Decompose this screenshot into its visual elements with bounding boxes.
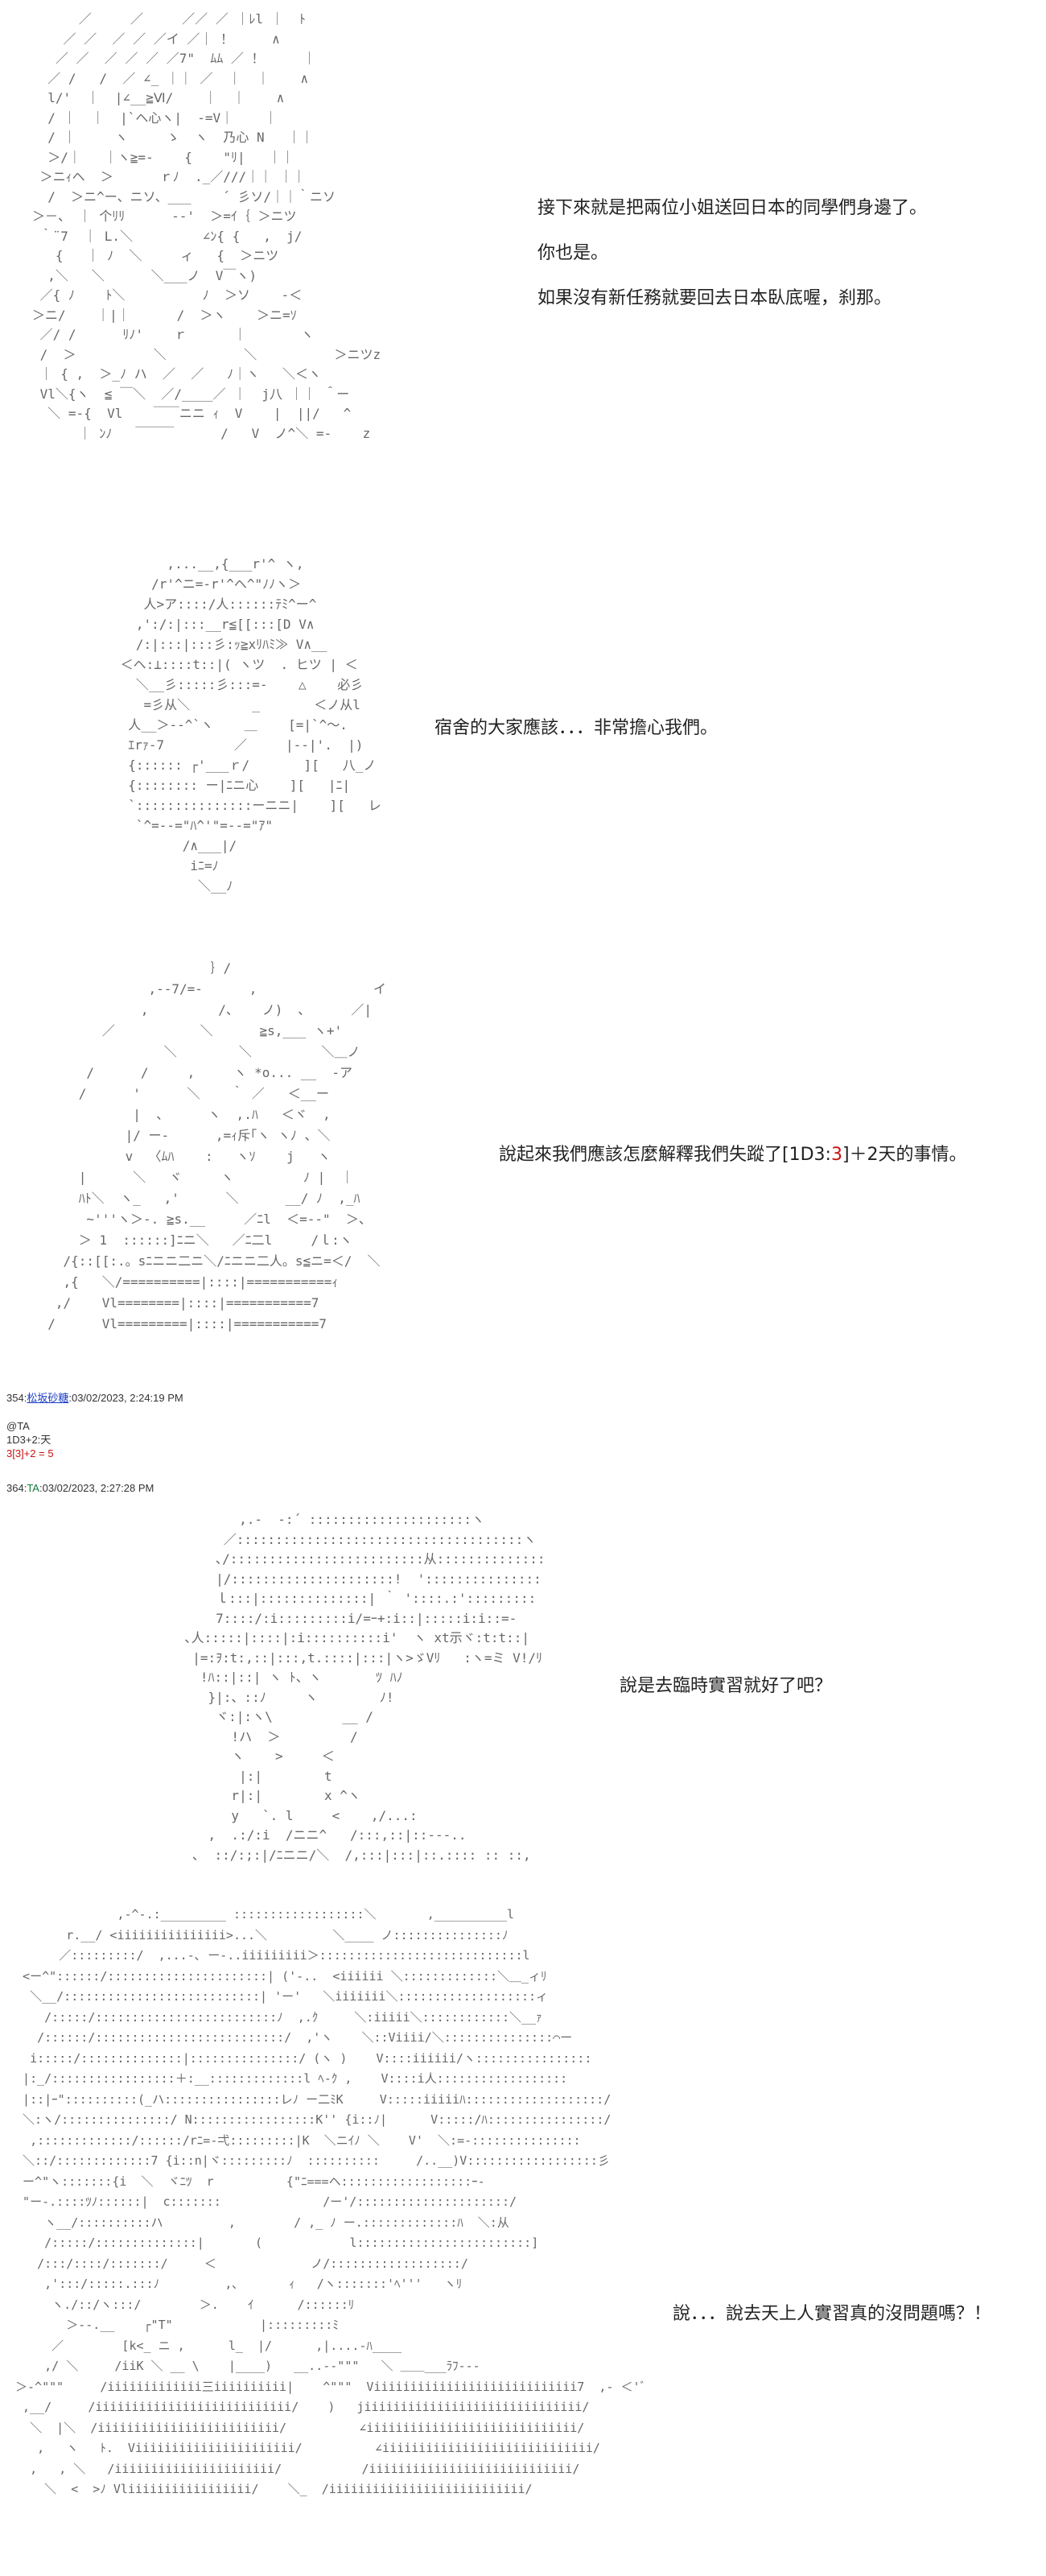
post-number: 364 — [6, 1482, 24, 1494]
post-date: 03/02/2023, 2:24:19 PM — [71, 1392, 183, 1404]
panel-4: ,.‐ ‐:´ :::::::::::::::::::::ヽ ／::::::::… — [0, 1505, 1046, 1892]
panel-5: ,-^-.:_________ ::::::::::::::::::＼ ,___… — [0, 1900, 1046, 2568]
post-body-line: @TA — [6, 1420, 30, 1432]
dialogue-block-2: 宿舍的大家應該．．．非常擔心我們。 — [434, 716, 718, 762]
dialogue-line: 宿舍的大家應該．．．非常擔心我們。 — [434, 718, 719, 738]
dialogue-line: 接下來就是把兩位小姐送回日本的同學們身邊了。 — [537, 198, 928, 218]
post-header: 354:松坂砂糖:03/02/2023, 2:24:19 PM — [6, 1392, 183, 1404]
post-number: 354 — [6, 1392, 24, 1404]
post-body-line: 1D3+2:天 — [6, 1434, 51, 1446]
dialogue-line: 說起來我們應該怎麼解釋我們失蹤了[1D3:3]＋2天的事情。 — [499, 1143, 967, 1167]
dialogue-text-before-roll: 說起來我們應該怎麼解釋我們失蹤了[1D3: — [499, 1145, 831, 1165]
ascii-art-character-1: ／ ／ ／／ ／ ｜ﾚl ｜ ﾄ ／ ／ ／ ／ ／イ ／｜ ！ ∧ ／ ／ ／… — [32, 11, 381, 441]
dialogue-line: 你也是。 — [537, 243, 609, 263]
dialogue-block-1: 接下來就是把兩位小姐送回日本的同學們身邊了。 你也是。 如果沒有新任務就要回去日… — [537, 196, 927, 332]
dialogue-line: 說．．．說去天上人實習真的沒問題嗎？！ — [673, 2304, 992, 2324]
dialogue-block-3: 說起來我們應該怎麼解釋我們失蹤了[1D3:3]＋2天的事情。 — [499, 1143, 967, 1188]
dialogue-text-after-roll: ]＋2天的事情。 — [842, 1145, 967, 1165]
panel-3: ｝/ ,--7/=- , イ , /、 ノ) ､ ／| ／ ＼ ≧s,___ ヽ… — [0, 950, 1046, 1385]
roll-result-highlight: 3 — [830, 1145, 842, 1165]
post-364: 364:TA:03/02/2023, 2:27:28 PM — [6, 1482, 154, 1494]
dialogue-line: 如果沒有新任務就要回去日本臥底喔，刹那。 — [537, 288, 892, 308]
ascii-art-character-3: ｝/ ,--7/=- , イ , /、 ノ) ､ ／| ／ ＼ ≧s,___ ヽ… — [47, 960, 386, 1331]
panel-2: ,...__,{___r'^ ヽ, /r'^ニ=-r'^ヘ^"ﾉﾉヽ＞ 人>ア:… — [0, 547, 1046, 950]
dialogue-block-5: 說．．．說去天上人實習真的沒問題嗎？！ — [673, 2302, 991, 2347]
dice-roll-result: 3[3]+2 = 5 — [6, 1447, 54, 1459]
dialogue-block-4: 說是去臨時實習就好了吧？ — [620, 1674, 832, 1719]
ascii-art-character-5: ,-^-.:_________ ::::::::::::::::::＼ ,___… — [15, 1907, 647, 2496]
post-date: 03/02/2023, 2:27:28 PM — [42, 1482, 154, 1494]
poster-name: TA — [27, 1482, 39, 1494]
panel-1: ／ ／ ／／ ／ ｜ﾚl ｜ ﾄ ／ ／ ／ ／ ／イ ／｜ ！ ∧ ／ ／ ／… — [0, 0, 1046, 515]
post-354: 354:松坂砂糖:03/02/2023, 2:24:19 PM @TA 1D3+… — [6, 1391, 183, 1460]
dialogue-line: 說是去臨時實習就好了吧？ — [620, 1676, 833, 1696]
poster-name-link[interactable]: 松坂砂糖 — [27, 1392, 69, 1404]
ascii-art-character-4: ,.‐ ‐:´ :::::::::::::::::::::ヽ ／::::::::… — [184, 1512, 546, 1863]
ascii-art-character-2: ,...__,{___r'^ ヽ, /r'^ニ=-r'^ヘ^"ﾉﾉヽ＞ 人>ア:… — [120, 556, 381, 894]
